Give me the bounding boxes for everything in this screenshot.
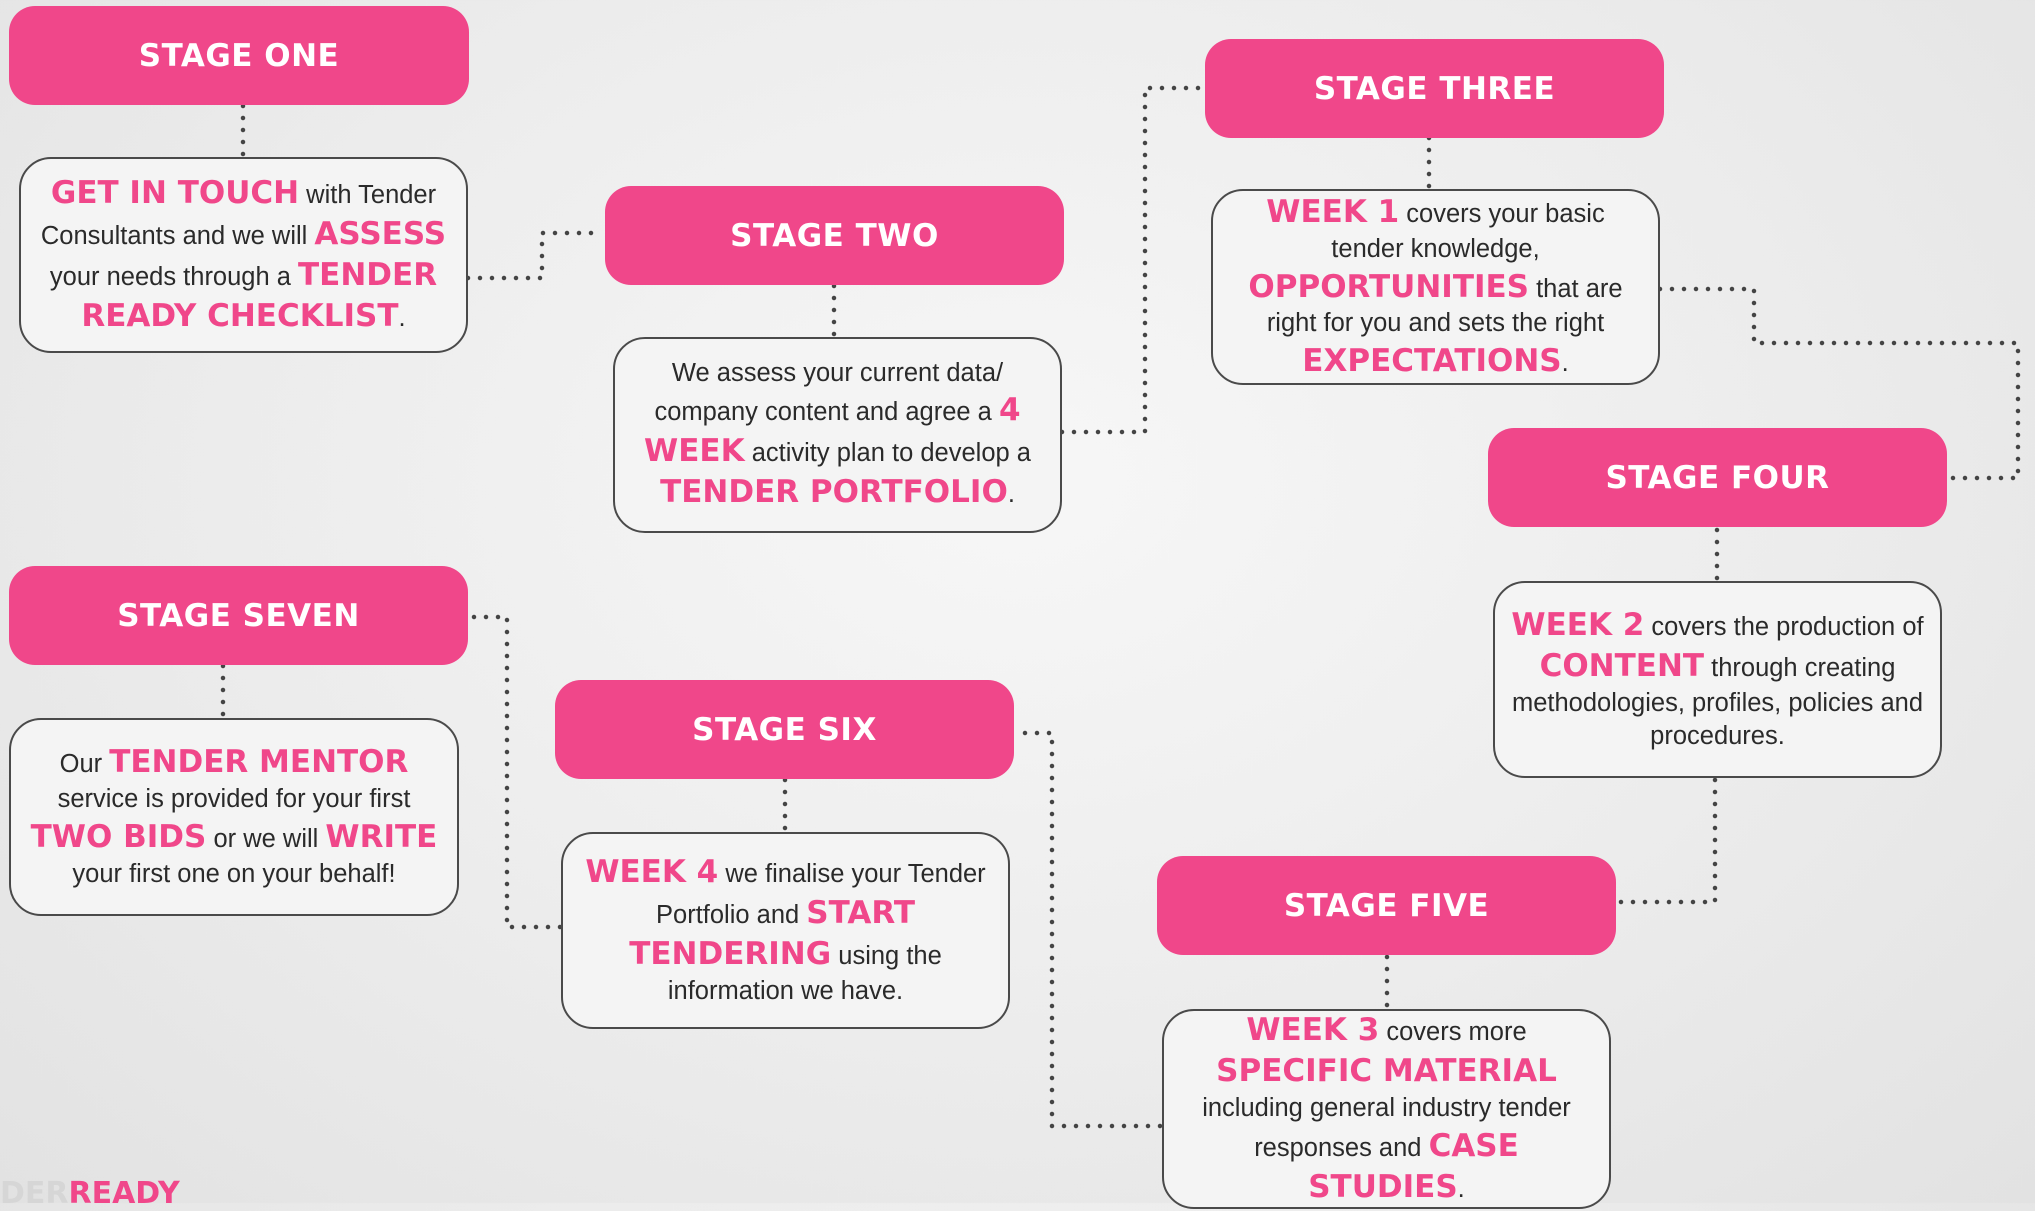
text: . [1561,349,1569,378]
highlight-start-tendering: START TENDERING [629,895,915,973]
stage-five-label: STAGE FIVE [1157,856,1616,955]
highlight-specific-material: SPECIFIC MATERIAL [1216,1053,1557,1090]
connector-four-to-five [1617,777,1718,905]
stage-six-description: WEEK 4 we finalise your Tender Portfolio… [561,832,1010,1029]
highlight-expectations: EXPECTATIONS [1302,343,1562,380]
highlight-content: CONTENT [1539,647,1705,684]
connector-five-to-six [1015,730,1163,1129]
highlight-assess: ASSESS [314,216,447,253]
stage-seven-label: STAGE SEVEN [9,566,468,665]
highlight-tender-portfolio: TENDER PORTFOLIO [660,474,1008,511]
stage-six-label: STAGE SIX [555,680,1014,779]
connector-six-to-seven [467,614,563,930]
brand-logo-strong: READY [68,1176,180,1211]
highlight-week-2: WEEK 2 [1511,606,1645,643]
text: service is provided for your first [57,785,411,814]
text: that are right for you and sets the righ… [1266,274,1623,338]
highlight-week-1: WEEK 1 [1266,193,1400,230]
text: Our [59,750,110,779]
text: covers the production of [1644,612,1924,641]
connector-two-to-three [1059,85,1205,435]
text: We assess your current data/ company con… [654,358,1004,427]
text: using the information we have. [667,942,942,1006]
highlight-write: WRITE [325,819,438,855]
connector-one-to-two [465,230,599,281]
brand-logo-faint: DER [0,1176,69,1211]
highlight-week-3: WEEK 3 [1246,1012,1380,1049]
highlight-week-4: WEEK 4 [585,854,719,891]
highlight-tender-mentor: TENDER MENTOR [109,744,409,781]
stage-three-description: WEEK 1 covers your basic tender knowledg… [1211,189,1660,385]
stage-one-label: STAGE ONE [9,6,469,105]
text: we finalise your Tender Portfolio and [656,860,986,930]
stage-seven-description: Our TENDER MENTOR service is provided fo… [9,718,459,916]
text: . [1457,1174,1465,1203]
stage-four-description: WEEK 2 covers the production of CONTENT … [1493,581,1942,778]
stage-one-description: GET IN TOUCH with Tender Consultants and… [19,157,468,353]
stage-three-label: STAGE THREE [1205,39,1664,138]
highlight-two-bids: TWO BIDS [30,819,207,855]
highlight-tender-ready-checklist: TENDER READY CHECKLIST [81,257,438,334]
highlight-get-in-touch: GET IN TOUCH [50,175,300,212]
text: your first one on your behalf! [72,859,396,888]
text: covers more [1379,1018,1527,1047]
text: covers your basic tender knowledge, [1331,199,1605,263]
text: . [398,303,406,332]
stage-four-label: STAGE FOUR [1488,428,1947,527]
text: activity plan to develop a [744,439,1031,468]
stage-two-label: STAGE TWO [605,186,1064,285]
text: or we will [206,825,326,853]
brand-logo: DERREADY [0,1176,180,1211]
highlight-case-studies: CASE STUDIES [1308,1127,1519,1205]
text: your needs through a [49,263,299,291]
stage-two-description: We assess your current data/ company con… [613,337,1062,533]
text: with Tender Consultants and we will [40,181,437,251]
text: . [1007,480,1015,509]
highlight-opportunities: OPPORTUNITIES [1248,268,1530,305]
stage-five-description: WEEK 3 covers more SPECIFIC MATERIAL inc… [1162,1009,1611,1209]
highlight-4-week: 4 WEEK [644,392,1021,470]
text: through creating methodologies, profiles… [1511,653,1924,751]
text: including general industry tender respon… [1202,1094,1571,1162]
